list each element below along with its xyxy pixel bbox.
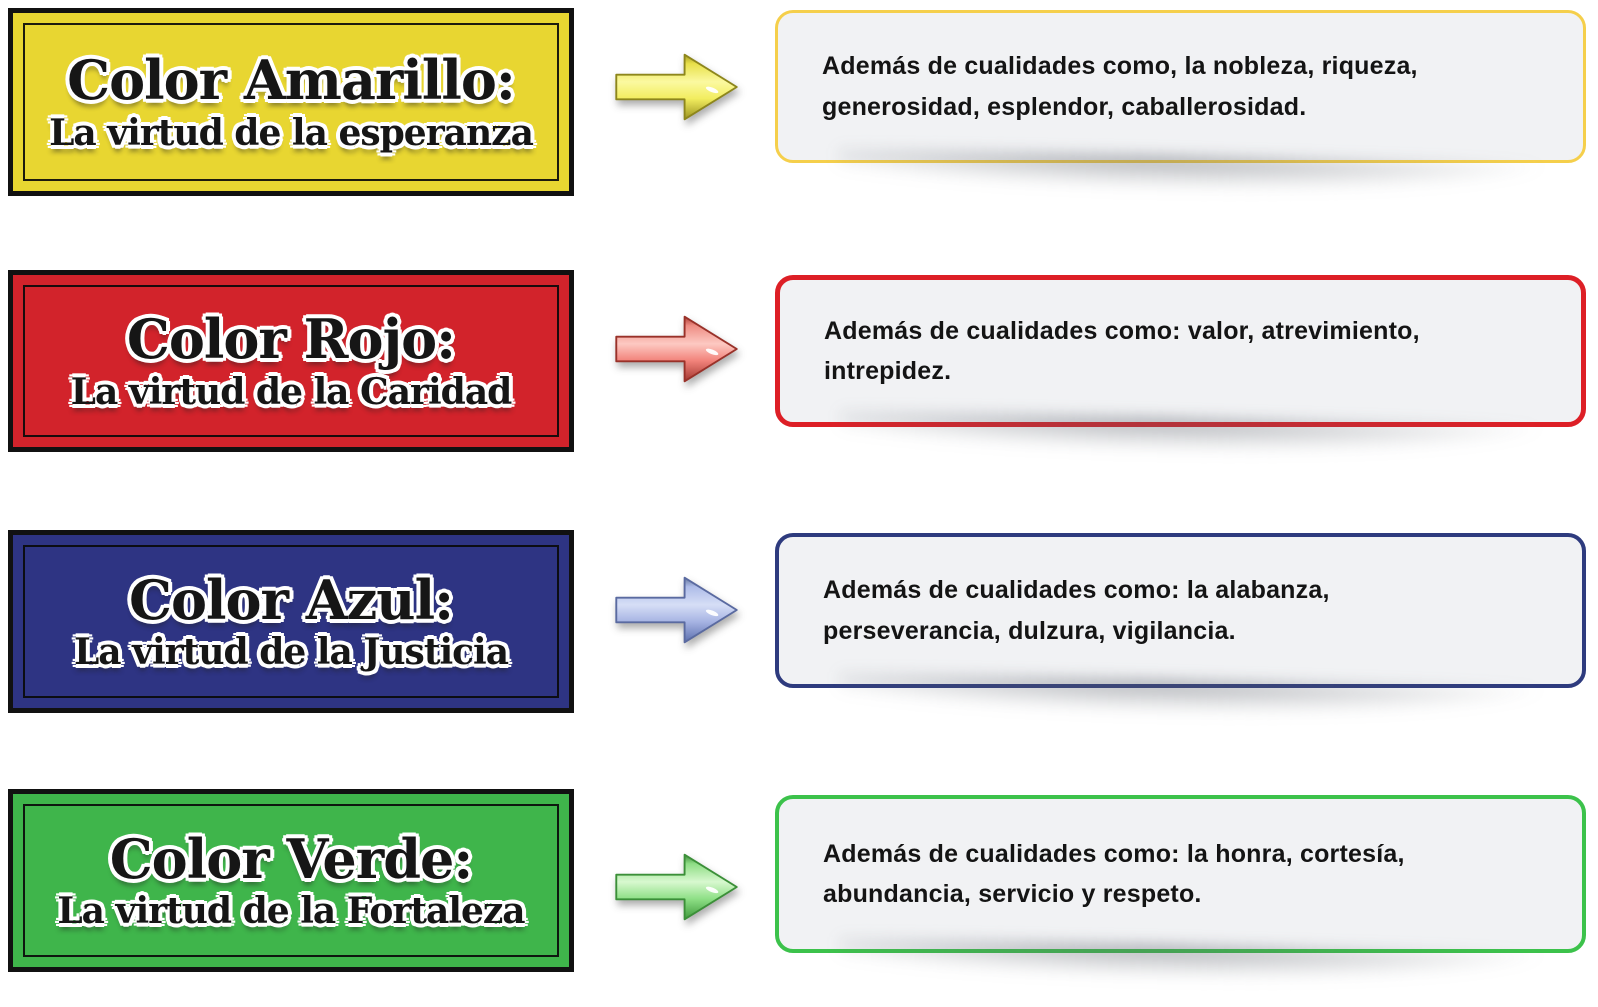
info-box-azul: Además de cualidades como: la alabanza, …	[775, 533, 1586, 688]
color-box-azul: Color Azul: La virtud de la Justicia	[8, 530, 574, 713]
color-box-title: Color Rojo:	[126, 307, 456, 372]
info-text: Además de cualidades como: la honra, cor…	[823, 839, 1405, 909]
color-box-title: Color Verde:	[109, 826, 474, 891]
right-arrow-icon	[615, 53, 738, 121]
right-arrow-icon	[615, 853, 738, 921]
info-text: Además de cualidades como: la alabanza, …	[823, 576, 1330, 645]
info-box-verde: Además de cualidades como: la honra, cor…	[775, 795, 1586, 953]
color-box-subtitle: La virtud de la Justicia	[73, 631, 509, 674]
info-text: Además de cualidades como: valor, atrevi…	[824, 316, 1420, 386]
info-box-amarillo: Además de cualidades como, la nobleza, r…	[775, 10, 1586, 163]
color-box-subtitle: La virtud de la esperanza	[49, 111, 534, 154]
right-arrow-icon	[615, 315, 738, 383]
color-box-subtitle: La virtud de la Fortaleza	[57, 890, 525, 933]
color-box-rojo: Color Rojo: La virtud de la Caridad	[8, 270, 574, 452]
color-box-subtitle: La virtud de la Caridad	[70, 370, 513, 413]
info-text: Además de cualidades como, la nobleza, r…	[822, 52, 1418, 121]
color-box-title: Color Azul:	[128, 567, 454, 632]
right-arrow-icon	[615, 576, 738, 644]
info-box-rojo: Además de cualidades como: valor, atrevi…	[775, 275, 1586, 427]
color-box-verde: Color Verde: La virtud de la Fortaleza	[8, 789, 574, 972]
color-box-amarillo: Color Amarillo: La virtud de la esperanz…	[8, 8, 574, 196]
color-box-title: Color Amarillo:	[67, 48, 516, 113]
